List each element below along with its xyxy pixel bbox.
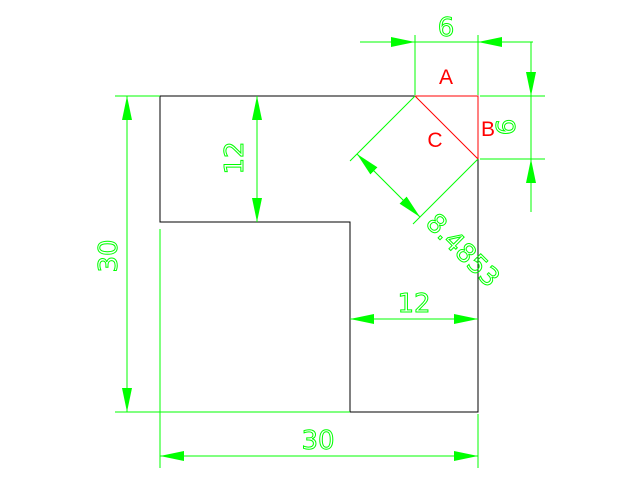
- dim-text-overall-width: 30: [301, 426, 334, 456]
- dimension-right-height: [480, 42, 545, 212]
- dimension-overall-height: [115, 95, 350, 413]
- label-a: A: [439, 66, 453, 89]
- dim-text-upper-arm-height: 12: [220, 141, 250, 174]
- dim-text-diagonal: 8.4853: [420, 208, 506, 294]
- dimension-overall-width: [159, 229, 479, 468]
- label-c: C: [427, 129, 442, 152]
- dim-text-lower-arm-width: 12: [397, 289, 430, 319]
- dimension-top-width: [360, 35, 533, 95]
- label-b: B: [481, 118, 495, 141]
- dimension-diagonal: [349, 95, 479, 225]
- dim-text-top-width: 6: [438, 13, 455, 43]
- red-triangle: [414, 95, 479, 160]
- dim-text-right-height: 6: [492, 119, 522, 136]
- dim-text-overall-height: 30: [94, 239, 124, 272]
